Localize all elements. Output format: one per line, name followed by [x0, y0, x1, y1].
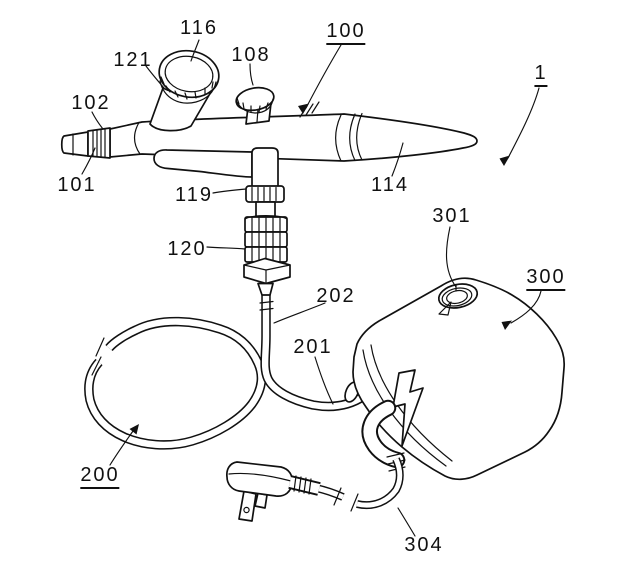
leader-116: [190, 39, 200, 62]
tail-seam: [335, 114, 342, 162]
port-tab: [438, 301, 452, 316]
leader-121: [145, 65, 165, 89]
ref-label-121: 121: [113, 49, 153, 71]
hose-stem: [257, 282, 274, 296]
hex-nut: [243, 257, 291, 285]
nozzle-cap-ring: [87, 127, 111, 159]
ref-label-1: 1: [534, 63, 548, 87]
tail-seam: [349, 113, 356, 162]
trigger-lever: [153, 149, 253, 178]
leader-lines: [81, 39, 542, 537]
valve-ring-119: [245, 185, 285, 203]
hose-break-mark: [91, 356, 102, 376]
ref-label-108: 108: [231, 44, 271, 66]
prong-hole: [243, 506, 250, 514]
leader-301: [445, 226, 457, 288]
nozzle-tip: [60, 131, 89, 157]
airbrush: [60, 49, 478, 311]
cup-rim: [158, 49, 220, 99]
leader-200: [109, 430, 134, 466]
hose-collar: [259, 307, 274, 311]
front-seam: [134, 121, 141, 155]
plug-body: [226, 461, 293, 497]
valve-connector-120: [244, 215, 288, 263]
leader-102: [91, 111, 104, 130]
leader-108: [249, 63, 254, 86]
leader-1: [507, 87, 540, 159]
ref-label-101: 101: [57, 174, 97, 196]
leader-120: [206, 246, 246, 250]
leader-202: [273, 302, 326, 324]
hose-break-mark: [95, 337, 105, 357]
ref-label-102: 102: [71, 92, 111, 114]
leader-100: [305, 44, 342, 109]
valve-neck: [255, 201, 276, 218]
air-outlet-port: [437, 283, 479, 316]
ref-label-116: 116: [180, 17, 218, 39]
cup-band: [159, 80, 217, 104]
power-plug: [226, 461, 359, 522]
ref-label-100: 100: [326, 21, 366, 45]
ref-label-300: 300: [526, 267, 566, 291]
cord-break-mark: [350, 493, 359, 512]
plug-prong: [238, 490, 257, 522]
air-hose-loop: [84, 316, 267, 450]
power-cord: [356, 399, 406, 510]
leader-119: [212, 188, 247, 194]
push-button: [235, 86, 275, 125]
leader-201: [314, 356, 334, 405]
leader-114: [391, 142, 404, 177]
hose-collar: [259, 300, 274, 304]
valve-column: [251, 147, 279, 188]
tail-seam: [356, 112, 363, 161]
leader-304: [397, 507, 416, 537]
ref-label-304: 304: [404, 534, 444, 556]
ref-label-201: 201: [293, 336, 333, 358]
paint-cup: [149, 49, 220, 132]
air-hose-run: [91, 286, 377, 412]
ref-label-301: 301: [432, 205, 472, 227]
leader-300: [510, 290, 542, 324]
ref-label-202: 202: [316, 285, 356, 307]
ref-label-120: 120: [167, 238, 207, 260]
ref-label-119: 119: [175, 184, 213, 206]
ref-label-114: 114: [371, 174, 409, 196]
cord-break-mark: [333, 487, 342, 506]
leader-101: [81, 147, 96, 175]
compressor: [344, 277, 566, 510]
airbrush-body: [109, 113, 478, 162]
ref-label-200: 200: [80, 465, 120, 489]
